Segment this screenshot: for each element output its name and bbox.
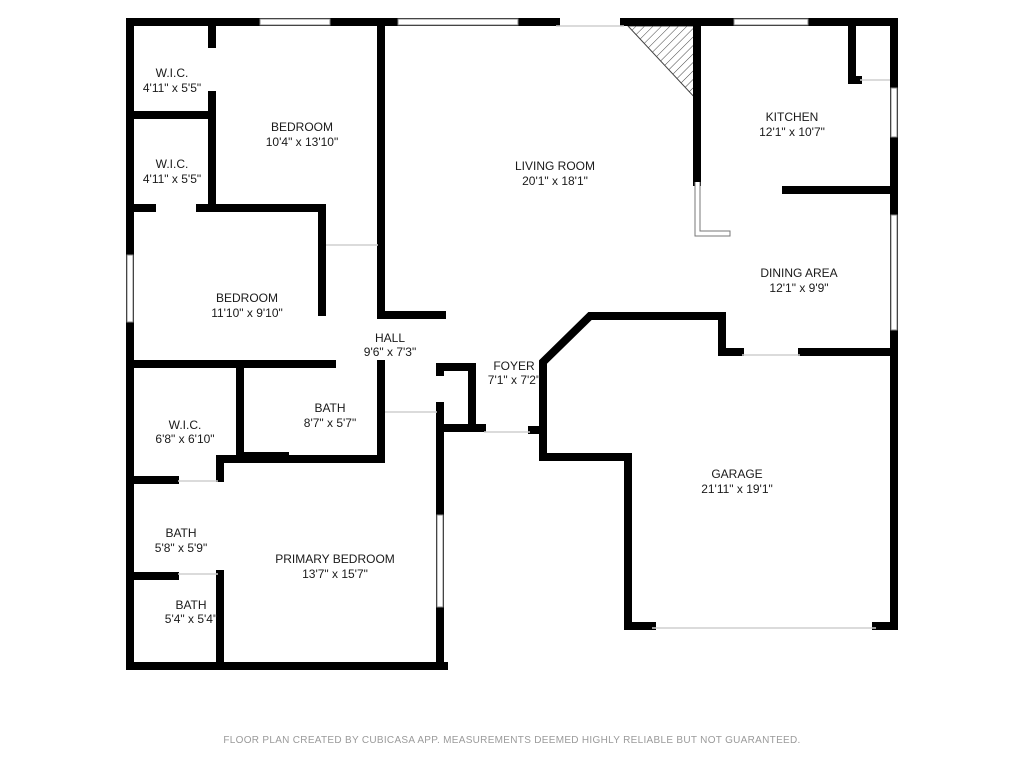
- room-name: GARAGE: [711, 467, 762, 481]
- room-dims: 13'7" x 15'7": [302, 567, 368, 581]
- door-openings: [178, 25, 890, 629]
- walls: [126, 18, 898, 670]
- room-dims: 7'1" x 7'2": [488, 373, 540, 387]
- room-dims: 12'1" x 9'9": [769, 281, 828, 295]
- room-dims: 10'4" x 13'10": [266, 135, 339, 149]
- disclaimer-footer: FLOOR PLAN CREATED BY CUBICASA APP. MEAS…: [223, 735, 801, 746]
- room-dims: 8'7" x 5'7": [304, 416, 356, 430]
- room-dims: 4'11" x 5'5": [143, 81, 201, 95]
- room-dims: 20'1" x 18'1": [522, 174, 588, 188]
- room-name: LIVING ROOM: [515, 159, 595, 173]
- windows: [126, 18, 898, 608]
- room-name: BATH: [175, 598, 206, 612]
- room-name: FOYER: [493, 359, 535, 373]
- room-name: PRIMARY BEDROOM: [275, 552, 395, 566]
- room-dims: 5'8" x 5'9": [155, 541, 207, 555]
- room-name: BEDROOM: [271, 120, 333, 134]
- room-name: W.I.C.: [169, 418, 202, 432]
- room-dims: 4'11" x 5'5": [143, 172, 201, 186]
- staircase: [626, 25, 698, 102]
- room-name: DINING AREA: [760, 266, 837, 280]
- room-labels: W.I.C. 4'11" x 5'5" W.I.C. 4'11" x 5'5" …: [143, 66, 838, 626]
- room-name: BEDROOM: [216, 291, 278, 305]
- room-name: W.I.C.: [156, 157, 189, 171]
- room-name: KITCHEN: [766, 110, 819, 124]
- room-name: W.I.C.: [156, 66, 189, 80]
- room-name: BATH: [314, 401, 345, 415]
- room-name: BATH: [165, 526, 196, 540]
- room-dims: 5'4" x 5'4": [165, 612, 217, 626]
- room-dims: 9'6" x 7'3": [364, 345, 416, 359]
- room-dims: 12'1" x 10'7": [759, 125, 825, 139]
- room-dims: 21'11" x 19'1": [701, 482, 773, 496]
- room-name: HALL: [375, 331, 405, 345]
- room-dims: 11'10" x 9'10": [211, 306, 283, 320]
- kitchen-counter: [694, 182, 731, 237]
- room-dims: 6'8" x 6'10": [155, 432, 214, 446]
